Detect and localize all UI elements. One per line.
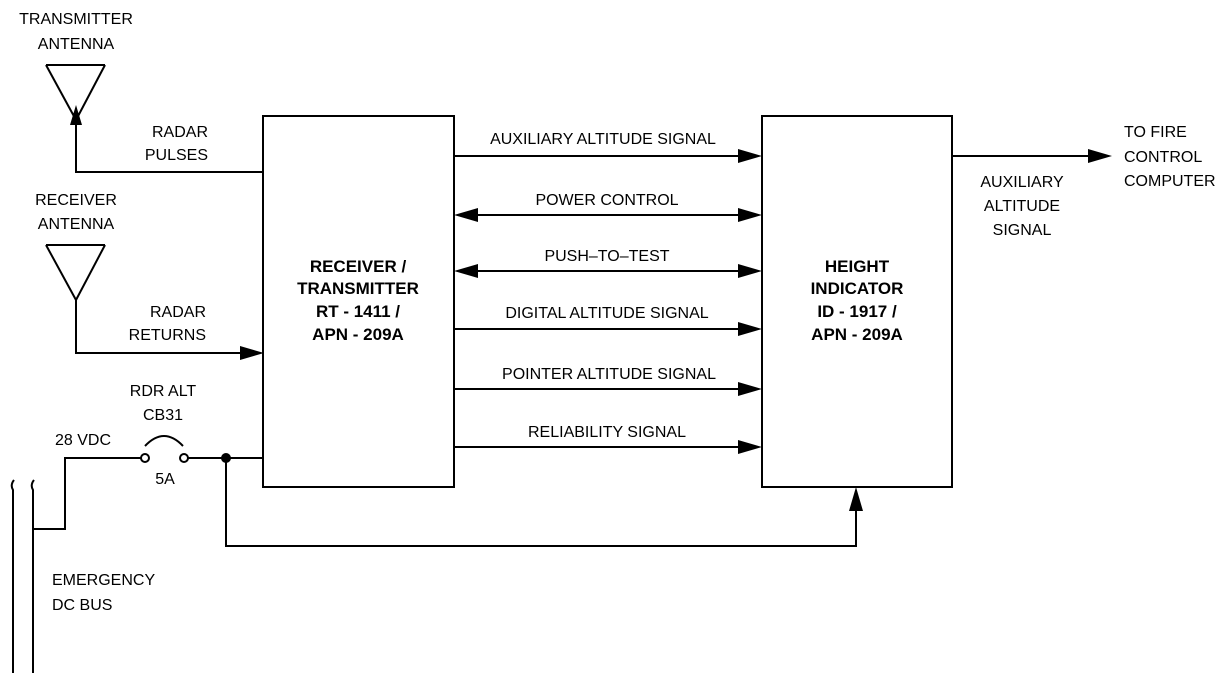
hi-line-4: APN - 209A: [811, 325, 903, 344]
signal-push-to-test: PUSH–TO–TEST: [454, 248, 762, 278]
signal-label-6: RELIABILITY SIGNAL: [528, 424, 686, 441]
radar-returns-line: [75, 300, 245, 354]
transmitter-antenna-icon: [45, 64, 106, 125]
output-signal-label-2: ALTITUDE: [984, 198, 1060, 215]
radar-returns-arrowhead: [240, 346, 264, 360]
signal-digital-altitude: DIGITAL ALTITUDE SIGNAL: [454, 305, 762, 336]
output-arrowhead: [1088, 149, 1112, 163]
receiver-antenna-label-1: RECEIVER: [35, 192, 117, 209]
radar-pulses-line: [75, 125, 262, 173]
hi-line-2: INDICATOR: [811, 279, 904, 298]
signal-auxiliary-altitude: AUXILIARY ALTITUDE SIGNAL: [454, 131, 762, 163]
transmitter-antenna-label-2: ANTENNA: [38, 36, 115, 53]
receiver-antenna-label-2: ANTENNA: [38, 216, 115, 233]
signal-label-2: POWER CONTROL: [535, 192, 678, 209]
height-indicator-power-arrowhead: [849, 487, 863, 511]
signal-label-3: PUSH–TO–TEST: [544, 248, 669, 265]
receiver-transmitter-box: [262, 115, 455, 488]
destination-label-2: CONTROL: [1124, 149, 1202, 166]
signal-label-1: AUXILIARY ALTITUDE SIGNAL: [490, 131, 716, 148]
radar-returns-label-2: RETURNS: [129, 327, 206, 344]
rt-line-4: APN - 209A: [312, 325, 404, 344]
destination-label-1: TO FIRE: [1124, 124, 1187, 141]
signal-pointer-altitude: POINTER ALTITUDE SIGNAL: [454, 366, 762, 396]
receiver-antenna-icon: [45, 244, 106, 301]
bus-label-2: DC BUS: [52, 597, 112, 614]
emergency-dc-bus-icon: [10, 479, 35, 673]
output-signal-label-1: AUXILIARY: [980, 174, 1064, 191]
output-signal-label-3: SIGNAL: [993, 222, 1052, 239]
rt-line-1: RECEIVER /: [310, 257, 407, 276]
destination-label-3: COMPUTER: [1124, 173, 1216, 190]
rt-line-2: TRANSMITTER: [297, 279, 419, 298]
radar-returns-label-1: RADAR: [150, 304, 206, 321]
rt-line-3: RT - 1411 /: [316, 302, 400, 321]
hi-line-1: HEIGHT: [825, 257, 890, 276]
radar-pulses-label-1: RADAR: [152, 124, 208, 141]
height-indicator-box: [761, 115, 953, 488]
bus-feed-line: [34, 457, 141, 530]
signal-label-5: POINTER ALTITUDE SIGNAL: [502, 366, 716, 383]
signal-reliability: RELIABILITY SIGNAL: [454, 424, 762, 454]
radar-pulses-label-2: PULSES: [145, 147, 208, 164]
breaker-rating-label: 5A: [155, 471, 175, 488]
signal-label-4: DIGITAL ALTITUDE SIGNAL: [505, 305, 708, 322]
signal-power-control: POWER CONTROL: [454, 192, 762, 222]
circuit-breaker-icon: [140, 435, 189, 463]
bus-label-1: EMERGENCY: [52, 572, 155, 589]
height-indicator-power-line: [225, 458, 857, 547]
voltage-label: 28 VDC: [55, 432, 111, 449]
transmitter-antenna-label-1: TRANSMITTER: [19, 11, 133, 28]
breaker-name-label-1: RDR ALT: [130, 383, 197, 400]
hi-line-3: ID - 1917 /: [817, 302, 897, 321]
breaker-name-label-2: CB31: [143, 407, 183, 424]
